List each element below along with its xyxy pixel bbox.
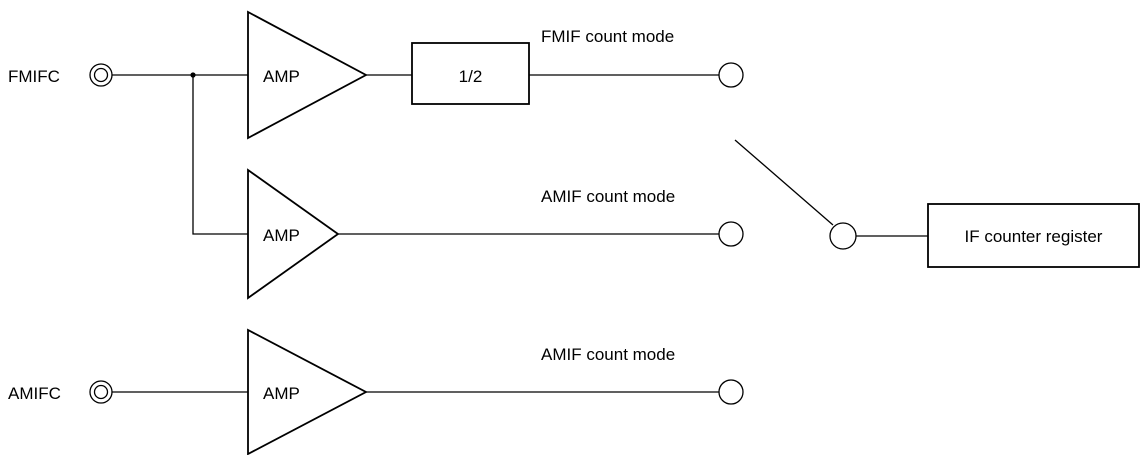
fm-mode-label: FMIF count mode: [541, 27, 674, 46]
amp-1-triangle: [247, 10, 368, 140]
amp-3-triangle: [247, 328, 368, 456]
amp-2-triangle: [247, 168, 340, 300]
amifc-input-terminal: [89, 380, 113, 404]
fmifc-input-terminal: [89, 63, 113, 87]
amp-2-label: AMP: [263, 226, 300, 245]
am-lower-mode-label: AMIF count mode: [541, 345, 675, 364]
amifc-input-label: AMIFC: [8, 384, 61, 403]
divider-box: [411, 42, 530, 105]
fm-mode-contact: [718, 62, 744, 88]
fmifc-input-label: FMIFC: [8, 67, 60, 86]
if-counter-register-box: [927, 203, 1140, 268]
amp-1-label: AMP: [263, 67, 300, 86]
am-upper-mode-contact: [718, 221, 744, 247]
branch-wire: [192, 75, 248, 235]
amp-3-label: AMP: [263, 384, 300, 403]
am-upper-mode-label: AMIF count mode: [541, 187, 675, 206]
selector-switch-arm: [734, 139, 834, 226]
divider-label: 1/2: [459, 67, 483, 86]
am-lower-mode-contact: [718, 379, 744, 405]
switch-common-contact: [829, 222, 857, 250]
register-label: IF counter register: [965, 227, 1103, 246]
